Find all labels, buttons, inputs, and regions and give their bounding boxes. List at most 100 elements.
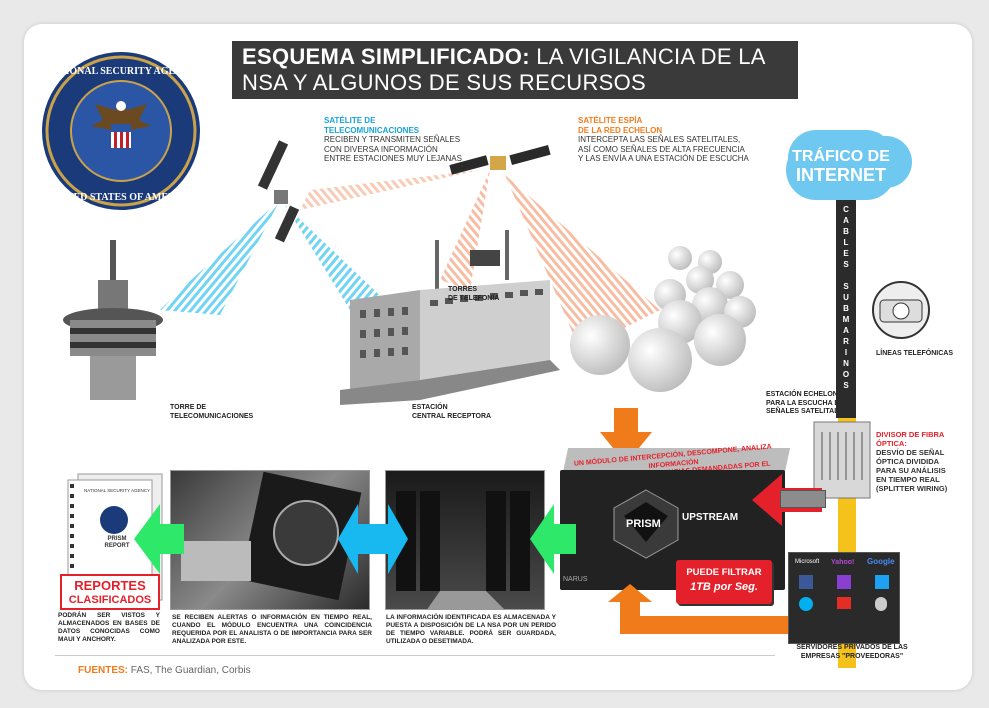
nsa-screen-icon	[181, 471, 362, 601]
classified-badge2: CLASIFICADOS	[68, 594, 152, 606]
satellite-telecom-icon	[257, 140, 300, 243]
prism-logo-icon	[613, 489, 679, 559]
cable-letter: U	[843, 293, 849, 302]
filter-line1: PUEDE FILTRAR	[686, 567, 762, 578]
satellite-spy-label: SATÉLITE ESPÍA DE LA RED ECHELON INTERCE…	[578, 116, 778, 164]
cable-letter	[836, 270, 856, 281]
footer-divider	[55, 655, 775, 656]
phone-towers-line2: DE TELEFONÍA	[448, 294, 500, 302]
echelon-station-line3: SEÑALES SATELITALES	[766, 408, 848, 415]
provider-servers: Microsoft Yahoo! Google	[788, 552, 900, 644]
cable-letter: E	[843, 249, 849, 258]
satellite-telecom-heading1: SATÉLITE DE	[324, 116, 376, 125]
signal-beams-diagram	[160, 140, 660, 350]
beam-tower	[160, 200, 280, 315]
phone-lines-label: LÍNEAS TELEFÓNICAS	[876, 350, 954, 357]
apple-icon	[875, 597, 887, 611]
cable-letter: B	[843, 304, 849, 313]
logo-yahoo: Yahoo!	[831, 559, 855, 566]
svg-text:UNITED STATES OF AMERICA: UNITED STATES OF AMERICA	[48, 192, 194, 203]
narus-label: NARUS	[563, 576, 588, 583]
arrow-bidirectional-blue-icon	[338, 504, 408, 574]
echelon-station-line1: ESTACIÓN ECHELON	[766, 391, 838, 398]
beam-spy-left	[440, 170, 490, 290]
central-station-line1: ESTACIÓN	[412, 404, 448, 411]
datacenter-photo	[385, 470, 545, 610]
prism-logo-text: PRISM	[626, 518, 661, 530]
internet-cloud	[786, 140, 896, 200]
report-doc-title1: PRISM	[107, 536, 127, 542]
arrow-down-icon	[600, 408, 652, 464]
telecom-tower-icon	[63, 240, 163, 400]
storage-caption: LA INFORMACIÓN IDENTIFICADA ES ALMACENAD…	[386, 614, 556, 645]
internet-line1: TRÁFICO DE	[792, 148, 890, 165]
beam-spy-cross	[300, 170, 480, 210]
splitter-box	[780, 490, 826, 508]
cable-letter: S	[843, 282, 849, 291]
arrow-left-green-icon-2	[530, 504, 576, 574]
cable-letter: N	[843, 359, 849, 368]
footer-sources-text: FAS, The Guardian, Corbis	[128, 665, 251, 676]
logo-microsoft: Microsoft	[795, 559, 820, 565]
classified-badge1: REPORTES	[74, 578, 146, 593]
facebook-icon	[799, 575, 813, 589]
central-station-line2: CENTRAL RECEPTORA	[412, 412, 492, 420]
satellite-telecom-desc1: RECIBEN Y TRANSMITEN SEÑALES	[324, 135, 461, 144]
filter-line2: 1TB por Seg.	[690, 581, 758, 593]
skype-icon	[799, 597, 813, 611]
satellite-spy-desc2: ASÍ COMO SEÑALES DE ALTA FRECUENCIA	[578, 144, 745, 154]
reports-caption: PODRÁN SER VISTOS Y ALMACENADOS EN BASES…	[58, 612, 160, 643]
beam-station	[285, 205, 390, 310]
footer-label: FUENTES:	[78, 665, 128, 676]
analyst-photo	[170, 470, 370, 610]
cable-letter: S	[843, 260, 849, 269]
fiber-divider-label: DIVISOR DE FIBRA ÓPTICA: DESVÍO DE SEÑAL…	[876, 430, 956, 493]
fiber-divider-desc2: ÓPTICA DIVIDIDA	[876, 457, 940, 466]
title-bold: ESQUEMA SIMPLIFICADO:	[242, 44, 530, 69]
title-line2: NSA Y ALGUNOS DE SUS RECURSOS INHERENTES	[242, 70, 647, 121]
telecom-tower-line1: TORRE DE	[170, 404, 207, 411]
classified-reports-badge: REPORTES CLASIFICADOS	[60, 574, 160, 610]
central-station-label: ESTACIÓN CENTRAL RECEPTORA	[412, 404, 522, 421]
fiber-divider-desc4: EN TIEMPO REAL	[876, 475, 940, 484]
page-title: ESQUEMA SIMPLIFICADO: LA VIGILANCIA DE L…	[232, 41, 798, 121]
arrow-left-green-icon	[134, 504, 184, 574]
svg-text:NATIONAL SECURITY AGENCY: NATIONAL SECURITY AGENCY	[45, 66, 197, 77]
satellite-telecom-desc2: CON DIVERSA INFORMACIÓN	[324, 144, 438, 154]
title-rest: LA VIGILANCIA DE LA	[529, 44, 766, 69]
echelon-radomes-icon	[570, 246, 756, 392]
youtube-icon	[837, 597, 851, 609]
phone-towers-line1: TORRES	[448, 286, 478, 293]
internet-traffic-label: TRÁFICO DE INTERNET	[786, 148, 896, 184]
fiber-divider-desc5: (SPLITTER WIRING)	[876, 484, 948, 493]
fiber-divider-heading2: ÓPTICA:	[876, 439, 907, 448]
echelon-station-label: ESTACIÓN ECHELON PARA LA ESCUCHA DE SEÑA…	[766, 391, 856, 417]
cable-letter: L	[843, 238, 849, 247]
cable-letter: C	[843, 205, 849, 214]
logo-google: Google	[867, 557, 895, 566]
cable-letter: B	[843, 227, 849, 236]
central-station-icon	[340, 230, 560, 405]
report-doc-title: PRISM REPORT	[82, 536, 152, 550]
internet-line2: INTERNET	[796, 165, 886, 185]
satellite-spy-heading1: SATÉLITE ESPÍA	[578, 116, 643, 125]
satellite-telecom-heading2: TELECOMUNICACIONES	[324, 125, 420, 135]
upstream-label: UPSTREAM	[682, 512, 739, 523]
telecom-tower-label: TORRE DE TELECOMUNICACIONES	[170, 404, 290, 421]
echelon-station-line2: PARA LA ESCUCHA DE	[766, 399, 845, 407]
phone-towers-label: TORRES DE TELEFONÍA	[448, 286, 528, 303]
satellite-spy-icon	[449, 144, 551, 175]
beam-spy-right	[505, 175, 660, 350]
fiber-divider-desc3: PARA SU ANÁLISIS	[876, 466, 946, 475]
nsa-seal-icon: NATIONAL SECURITY AGENCY UNITED STATES O…	[42, 52, 200, 210]
yahoo-icon	[837, 575, 851, 589]
arrow-up-orange-icon	[608, 584, 800, 634]
server-racks-icon	[396, 491, 530, 609]
alerts-caption: SE RECIBEN ALERTAS O INFORMACIÓN EN TIEM…	[172, 614, 372, 645]
telecom-tower-line2: TELECOMUNICACIONES	[170, 412, 254, 420]
servers-caption1: SERVIDORES PRIVADOS DE LAS	[796, 644, 908, 651]
footer-sources: FUENTES: FAS, The Guardian, Corbis	[78, 665, 251, 676]
fiber-divider-desc1: DESVÍO DE SEÑAL	[876, 448, 945, 457]
